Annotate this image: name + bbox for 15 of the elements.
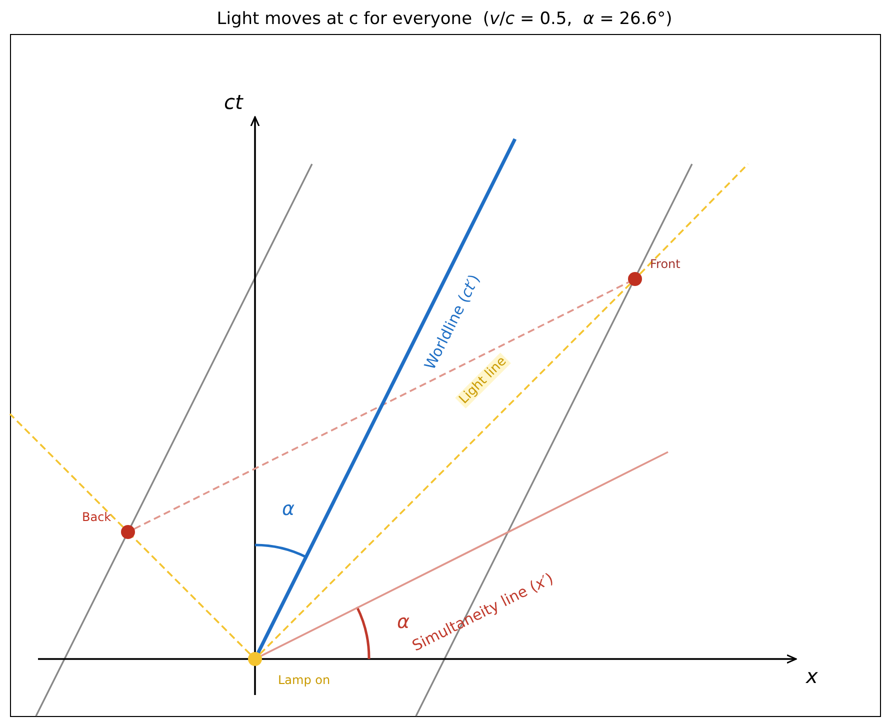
event-label: Lamp on bbox=[278, 673, 330, 687]
simultaneity-line bbox=[134, 281, 630, 530]
event-label: Back bbox=[82, 510, 112, 524]
light-ray bbox=[259, 283, 631, 655]
chart-title: Light moves at c for everyone (v/c = 0.5, α = 26.6°) bbox=[216, 9, 672, 29]
worldline bbox=[256, 138, 517, 654]
axis-label: x bbox=[806, 664, 818, 688]
angle-label: α bbox=[282, 498, 295, 520]
event-label: Front bbox=[650, 257, 680, 271]
simultaneity-line bbox=[260, 451, 668, 657]
light-ray bbox=[9, 413, 124, 528]
axis-label: ct bbox=[224, 90, 243, 114]
light-ray bbox=[132, 536, 251, 655]
light-ray bbox=[639, 163, 749, 275]
angle-label: α bbox=[397, 611, 410, 633]
